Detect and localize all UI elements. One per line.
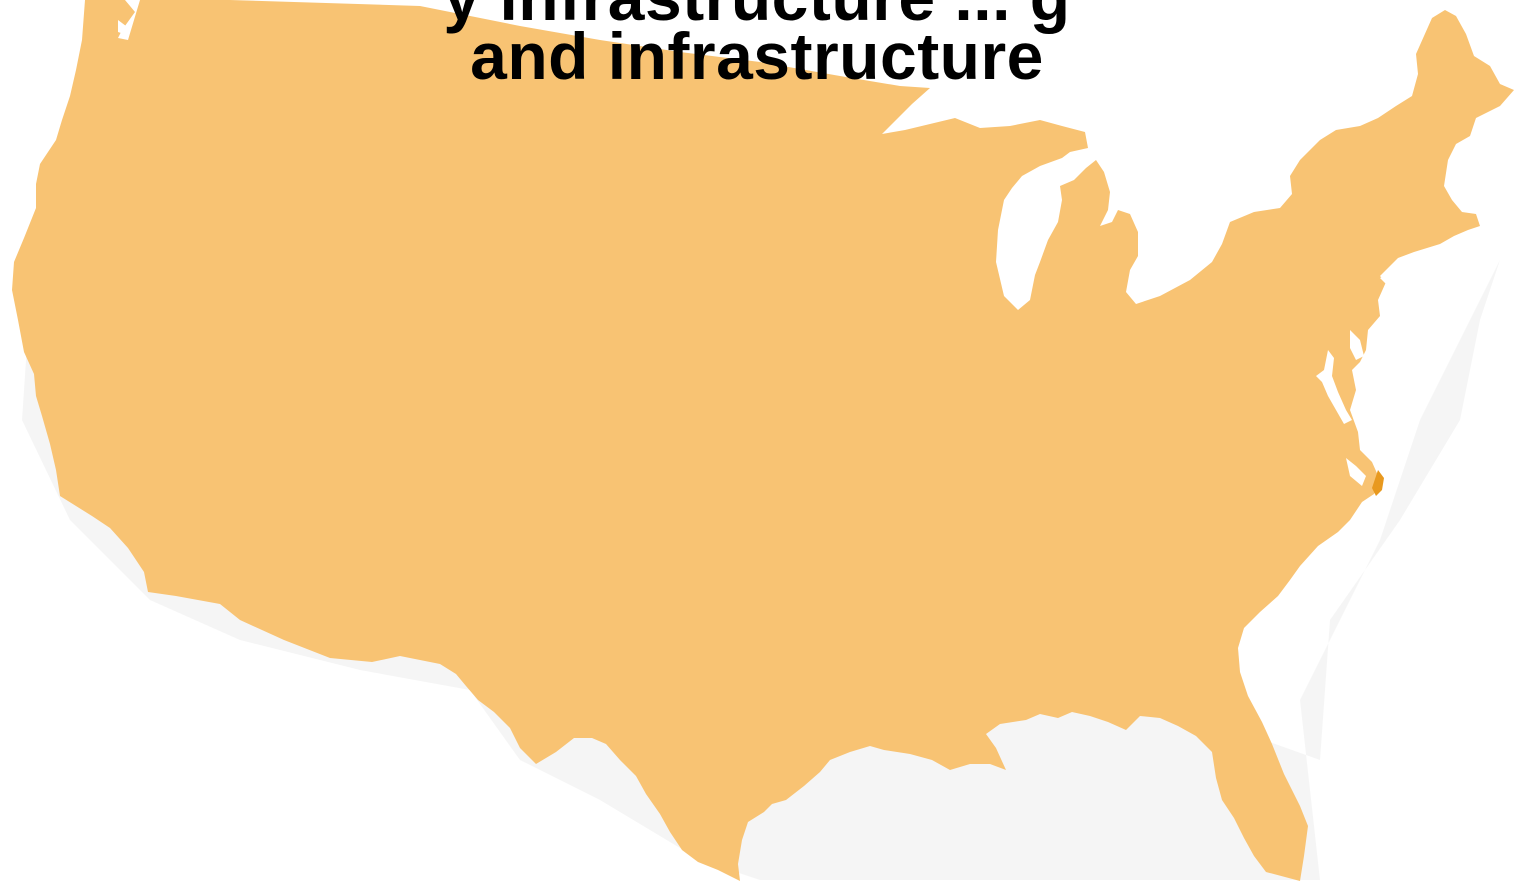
- map-title-line-2: and infrastructure: [470, 19, 1044, 93]
- puget-sound: [118, 20, 126, 34]
- sound-inlet: [1346, 458, 1366, 486]
- delaware-inlet: [1350, 330, 1364, 360]
- long-island-sound: [1380, 262, 1426, 284]
- us-landmass: [12, 0, 1514, 881]
- coast-accent: [1372, 470, 1384, 496]
- chesapeake-inlet: [1316, 350, 1352, 424]
- map-title-line-1: y infrastructure ... g: [0, 0, 1514, 30]
